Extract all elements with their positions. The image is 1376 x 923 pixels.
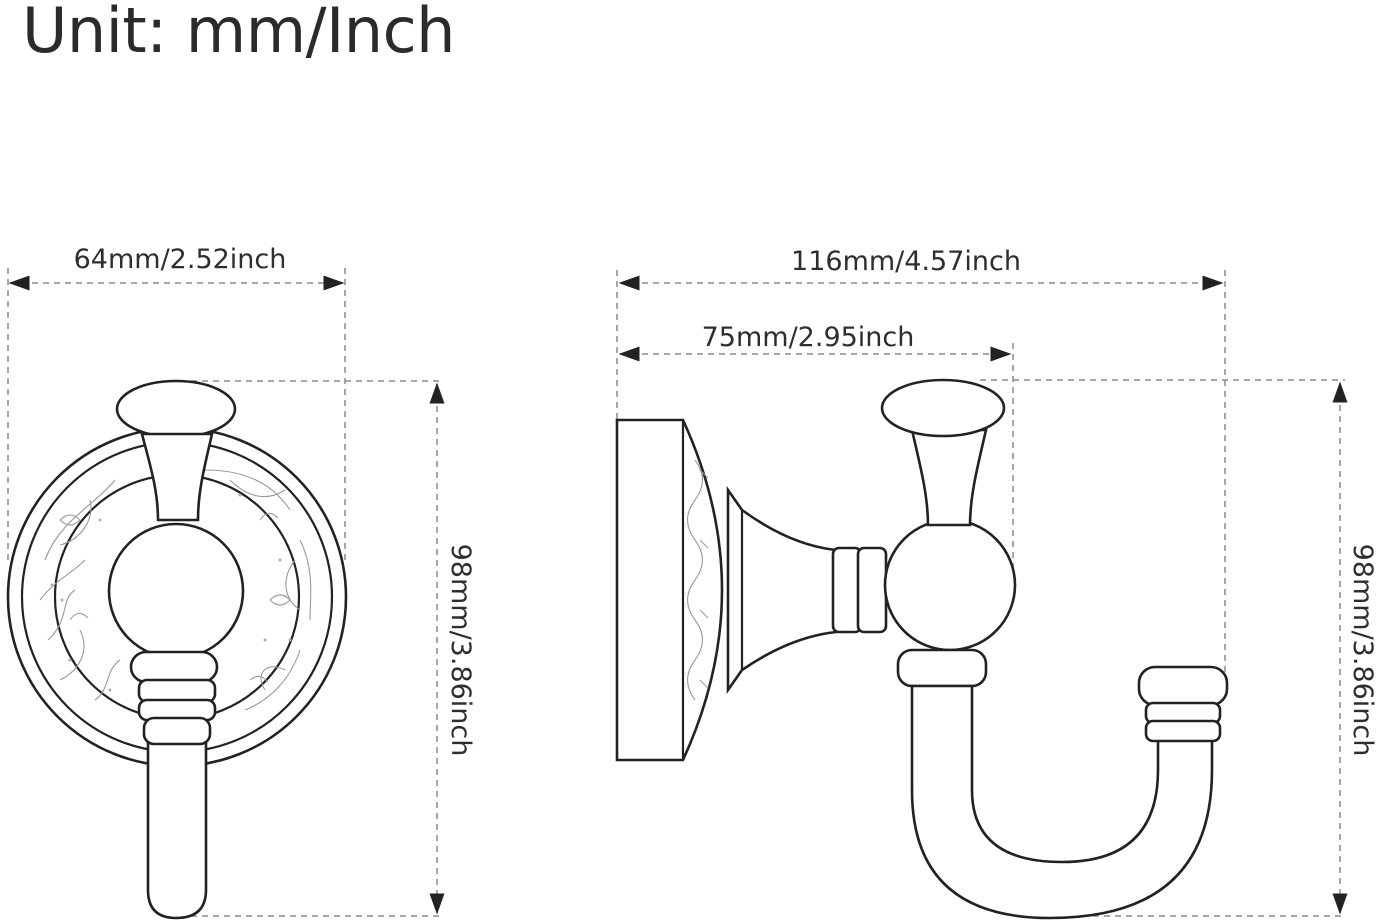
side-projection-label: 75mm/2.95inch <box>702 322 915 353</box>
side-neck <box>910 428 988 527</box>
top-knob <box>115 379 237 439</box>
wall-plate <box>615 418 724 762</box>
flange <box>726 485 838 695</box>
front-height-label: 98mm/3.86inch <box>445 544 476 757</box>
hook-neck <box>140 432 214 522</box>
center-ball <box>107 522 245 660</box>
unit-title: Unit: mm/Inch <box>22 0 455 67</box>
floral-ornament <box>39 469 312 711</box>
side-view: 116mm/4.57inch 75mm/2.95inch 98mm/3.86in… <box>615 246 1376 920</box>
hook-tip-cap <box>1137 665 1229 707</box>
side-top-knob <box>880 378 1006 438</box>
side-ball <box>883 518 1017 652</box>
side-height-label: 98mm/3.86inch <box>1347 544 1376 757</box>
side-width-label: 116mm/4.57inch <box>791 246 1021 277</box>
collar-top <box>129 650 219 684</box>
side-lower-collar <box>896 648 988 688</box>
front-view: 64mm/2.52inch 98mm/3.86inch <box>6 244 476 920</box>
front-width-label: 64mm/2.52inch <box>74 244 287 275</box>
hook-arm <box>146 733 208 920</box>
j-hook <box>910 684 1214 920</box>
